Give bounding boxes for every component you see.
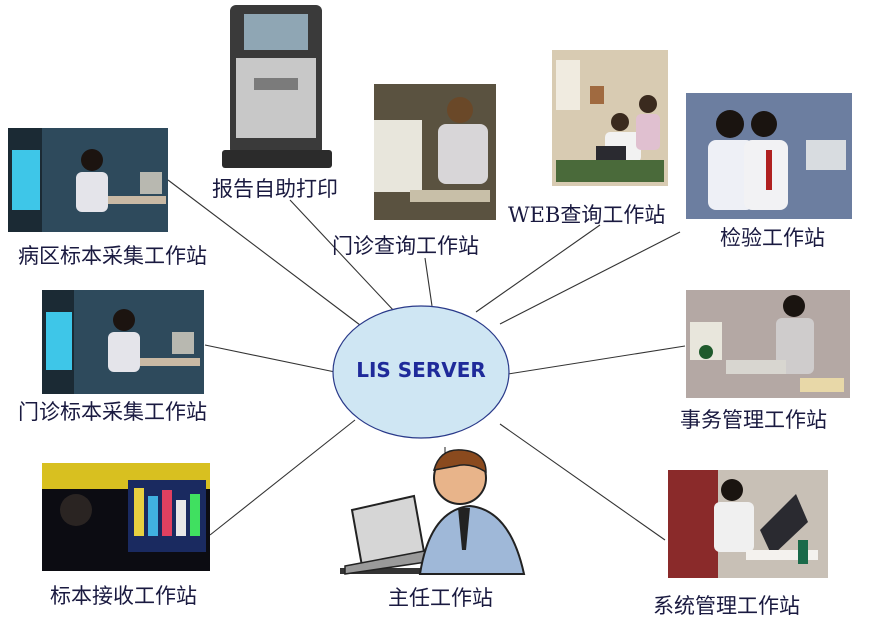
connector-lab	[499, 231, 681, 325]
label-outpatient-query: 门诊查询工作站	[332, 234, 479, 258]
label-lab: 检验工作站	[720, 226, 825, 250]
connector-report-print	[289, 199, 396, 313]
outpatient-sample-photo	[42, 290, 204, 394]
label-ward-sample: 病区标本采集工作站	[18, 244, 207, 268]
label-sample-receive: 标本接收工作站	[50, 584, 197, 608]
connectors	[167, 179, 686, 541]
lis-server-label: LIS SERVER	[356, 358, 486, 382]
label-director: 主任工作站	[388, 586, 493, 610]
connector-outpatient-query	[424, 257, 433, 307]
web-query-photo	[552, 50, 668, 186]
label-report-print: 报告自助打印	[212, 177, 338, 201]
label-system-admin: 系统管理工作站	[653, 594, 800, 618]
director-icon	[340, 449, 526, 575]
label-web-query: WEB查询工作站	[508, 203, 666, 227]
connector-web-query	[475, 224, 601, 313]
system-admin-photo	[668, 470, 828, 578]
lab-photo	[686, 93, 852, 219]
lis-server-node	[332, 305, 510, 439]
label-outpatient-sample: 门诊标本采集工作站	[18, 400, 207, 424]
outpatient-query-photo	[374, 84, 496, 220]
affairs-photo	[686, 290, 850, 398]
kiosk-icon	[222, 5, 332, 168]
connector-outpatient-sample	[204, 344, 336, 373]
label-affairs: 事务管理工作站	[680, 408, 827, 432]
connector-sample-receive	[209, 419, 356, 536]
connector-system-admin	[499, 423, 666, 541]
connector-affairs	[507, 345, 686, 375]
connector-ward-sample	[167, 179, 361, 326]
sample-receive-photo	[42, 463, 210, 571]
ward-sample-photo	[8, 128, 168, 232]
